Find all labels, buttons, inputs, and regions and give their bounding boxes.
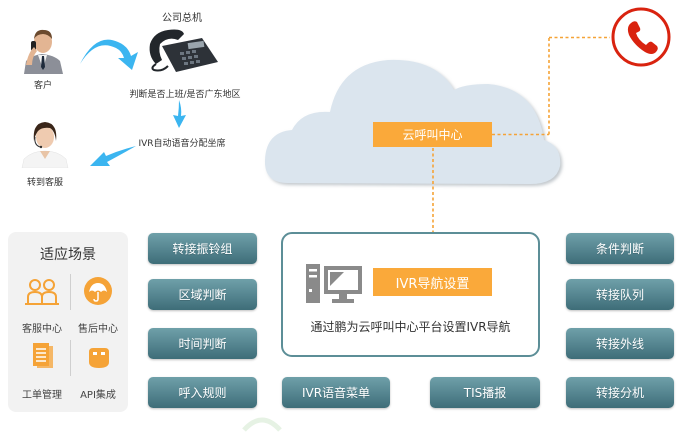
scene-label-after-sales: 售后中心 <box>78 324 118 335</box>
agent-photo <box>20 117 70 168</box>
transfer-queue-button[interactable]: 转接队列 <box>566 279 674 310</box>
transfer-external-line-button[interactable]: 转接外线 <box>566 328 674 359</box>
usb-icon <box>89 348 109 368</box>
scenes-panel: 适应场景 客服中心 售后中心 工单管理 API集成 <box>8 232 128 412</box>
condition-check-button[interactable]: 条件判断 <box>566 233 674 264</box>
decorative-arc <box>242 417 282 432</box>
phone-call-icon[interactable] <box>610 6 674 70</box>
desk-phone-image <box>149 29 218 72</box>
cloud-shape <box>264 59 561 184</box>
ivr-setting-box: IVR导航设置 <box>373 268 492 296</box>
scene-label-customer-service: 客服中心 <box>22 324 62 335</box>
computer-icon <box>306 264 362 303</box>
scene-divider-bottom <box>70 340 71 376</box>
region-check-button[interactable]: 区域判断 <box>148 279 257 310</box>
people-icon <box>25 279 59 305</box>
tis-broadcast-button[interactable]: TIS播报 <box>430 377 540 408</box>
document-icon <box>33 343 53 368</box>
scene-divider-top <box>70 274 71 310</box>
scene-label-ticket-management: 工单管理 <box>22 390 62 401</box>
customer-photo <box>20 25 66 74</box>
check-condition-label: 判断是否上班/是否广东地区 <box>129 90 241 100</box>
curved-arrow-right-icon <box>80 39 138 70</box>
ivr-panel <box>281 232 540 357</box>
ivr-voice-menu-button[interactable]: IVR语音菜单 <box>282 377 390 408</box>
arrow-left-icon <box>90 146 136 166</box>
cloud-call-center-box: 云呼叫中心 <box>373 122 492 147</box>
transfer-agent-label: 转到客服 <box>26 178 63 188</box>
arrow-down-icon <box>173 100 186 128</box>
ivr-description: 通过鹏为云呼叫中心平台设置IVR导航 <box>310 320 511 334</box>
scene-label-api-integration: API集成 <box>80 390 116 401</box>
customer-label: 客户 <box>33 81 52 91</box>
transfer-extension-button[interactable]: 转接分机 <box>566 377 674 408</box>
inbound-rules-button[interactable]: 呼入规则 <box>148 377 257 408</box>
umbrella-icon <box>84 277 112 305</box>
scenes-title: 适应场景 <box>40 247 96 263</box>
time-check-button[interactable]: 时间判断 <box>148 328 257 359</box>
ivr-auto-assign-label: IVR自动语音分配坐席 <box>138 139 226 149</box>
transfer-ring-group-button[interactable]: 转接振铃组 <box>148 233 257 264</box>
switchboard-title: 公司总机 <box>162 13 202 24</box>
